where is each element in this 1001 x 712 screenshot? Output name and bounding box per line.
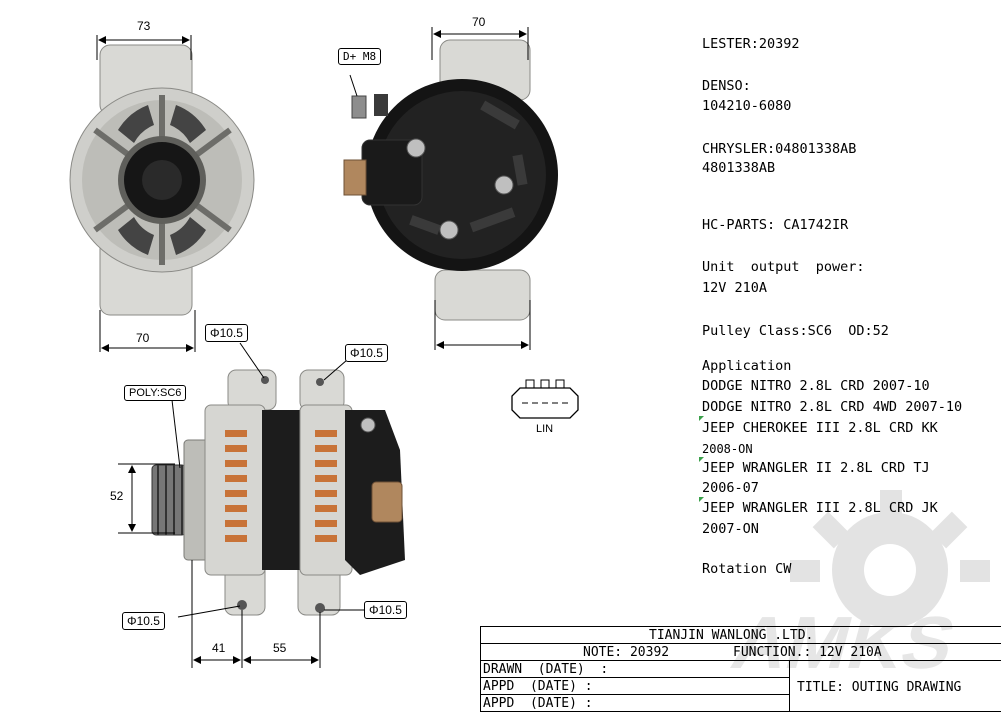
hole-callout-top-left: Φ10.5 xyxy=(205,324,248,342)
flag-marker xyxy=(699,457,704,462)
spec-rotation: Rotation CW xyxy=(702,561,792,577)
company-name: TIANJIN WANLONG .LTD. xyxy=(649,628,814,643)
alternator-front-view xyxy=(69,44,255,316)
alternator-rear-view xyxy=(343,39,558,321)
drawn-date-field: DRAWN (DATE) : xyxy=(483,662,609,677)
title-block: TIANJIN WANLONG .LTD. NOTE: 20392 FUNCTI… xyxy=(480,626,1001,712)
note-field: NOTE: 20392 xyxy=(583,645,670,660)
spec-chrysler-1: CHRYSLER:04801338AB xyxy=(702,141,857,157)
dim-top-left-width: 73 xyxy=(137,19,151,33)
function-field: FUNCTION.: 12V 210A xyxy=(733,645,882,660)
flag-marker xyxy=(699,416,704,421)
spec-denso-label: DENSO: xyxy=(702,78,751,94)
dim-top-left-base: 70 xyxy=(136,331,150,345)
hole-callout-bottom-right: Φ10.5 xyxy=(364,601,407,619)
dim-offset-b: 55 xyxy=(273,641,287,655)
hole-callout-bottom-left: Φ10.5 xyxy=(122,612,165,630)
spec-denso-number: 104210-6080 xyxy=(702,98,792,114)
spec-application-label: Application xyxy=(702,358,792,374)
spec-app-4b: 2006-07 xyxy=(702,480,759,496)
connector-label: LIN xyxy=(536,423,553,435)
spec-app-1: DODGE NITRO 2.8L CRD 2007-10 xyxy=(702,378,930,394)
terminal-callout: D+ M8 xyxy=(338,48,382,65)
lin-connector-icon xyxy=(511,379,579,419)
spec-app-4: JEEP WRANGLER II 2.8L CRD TJ xyxy=(702,460,930,476)
appd-date-field-2: APPD (DATE) : xyxy=(483,696,593,711)
spec-app-5: JEEP WRANGLER III 2.8L CRD JK xyxy=(702,500,938,516)
flag-marker xyxy=(699,497,704,502)
alternator-side-view xyxy=(151,369,405,616)
hole-callout-top-right: Φ10.5 xyxy=(345,344,388,362)
spec-hc-parts: HC-PARTS: CA1742IR xyxy=(702,217,849,233)
drawing-title: TITLE: OUTING DRAWING xyxy=(797,680,962,695)
pulley-callout: POLY:SC6 xyxy=(124,385,187,401)
spec-lester: LESTER:20392 xyxy=(702,36,800,52)
gear-watermark-icon xyxy=(790,490,990,628)
dim-pulley-dia: 52 xyxy=(110,489,124,503)
spec-app-3b: 2008-ON xyxy=(702,442,753,456)
spec-pulley-class: Pulley Class:SC6 OD:52 xyxy=(702,323,889,339)
spec-output-label: Unit output power: xyxy=(702,259,865,275)
spec-app-2: DODGE NITRO 2.8L CRD 4WD 2007-10 xyxy=(702,399,963,415)
dim-top-right-width: 70 xyxy=(472,15,486,29)
spec-app-3: JEEP CHEROKEE III 2.8L CRD KK xyxy=(702,420,938,436)
dim-offset-a: 41 xyxy=(212,641,226,655)
spec-output-value: 12V 210A xyxy=(702,280,768,296)
spec-chrysler-2: 4801338AB xyxy=(702,160,776,176)
spec-app-5b: 2007-ON xyxy=(702,521,759,537)
appd-date-field-1: APPD (DATE) : xyxy=(483,679,593,694)
